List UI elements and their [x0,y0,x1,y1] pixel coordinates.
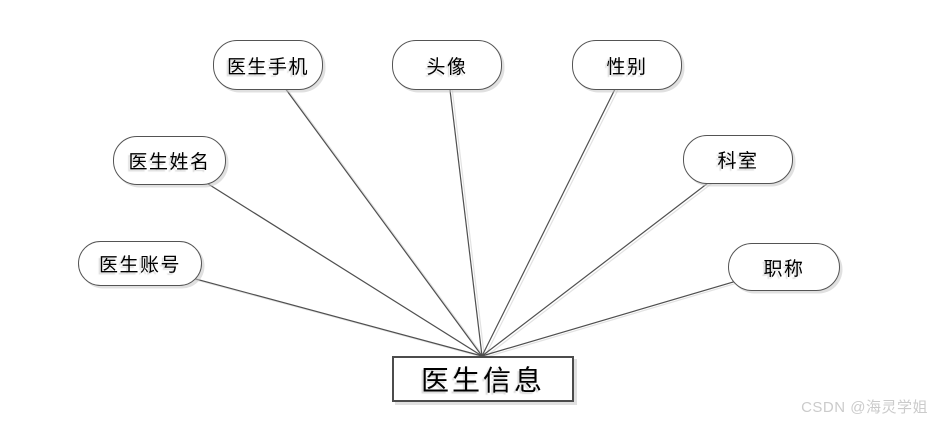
connector-line-department [481,159,739,357]
attribute-node-avatar: 头像 [392,40,502,90]
attribute-label-doctor-phone: 医生手机 [226,56,309,78]
attribute-node-doctor-phone: 医生手机 [213,40,323,90]
connector-line-group [139,64,785,357]
attribute-label-department: 科室 [717,151,759,172]
entity-node-doctor-info: 医生信息 [392,356,574,402]
attribute-node-job-title: 职称 [728,243,840,291]
attribute-label-gender: 性别 [606,56,648,78]
watermark: CSDN @海灵学姐 [801,399,928,416]
attribute-node-doctor-name: 医生姓名 [113,136,226,185]
attribute-label-doctor-name: 医生姓名 [128,152,211,173]
attribute-node-doctor-account: 医生账号 [78,241,202,286]
connector-line-gender [481,64,628,357]
attribute-label-job-title: 职称 [763,258,805,280]
attribute-node-department: 科室 [683,135,793,184]
connector-line-avatar [446,64,483,357]
attribute-label-doctor-account: 医生账号 [98,255,181,276]
connector-line-doctor-name [169,159,483,357]
attribute-label-avatar: 头像 [426,56,468,78]
connector-line-doctor-account [139,263,483,357]
entity-label-doctor-info: 医生信息 [420,366,545,397]
connector-line-doctor-phone [267,64,483,357]
attribute-node-gender: 性别 [572,40,682,90]
